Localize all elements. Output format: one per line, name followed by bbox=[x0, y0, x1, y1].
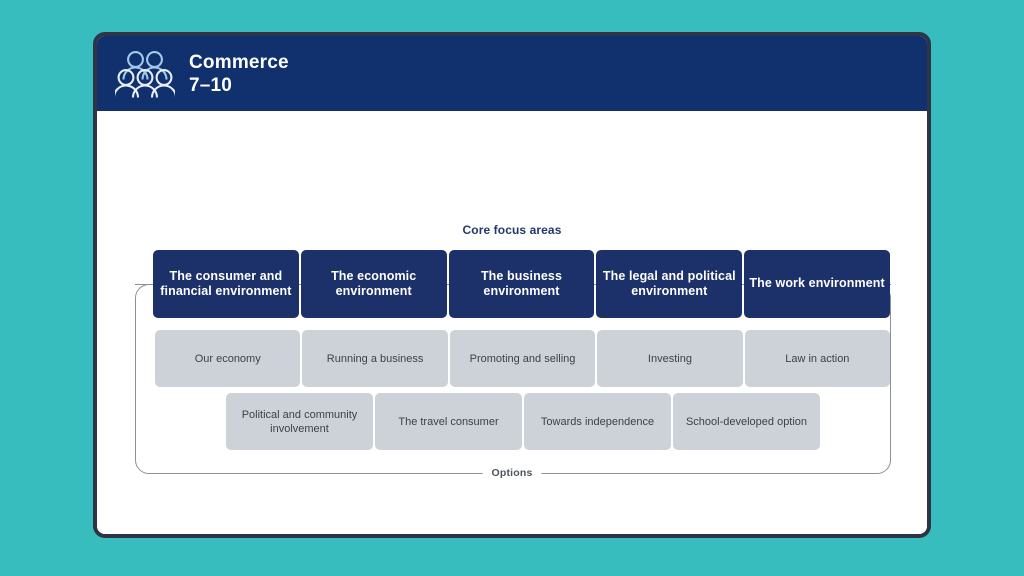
option-box[interactable]: Investing bbox=[597, 330, 743, 387]
options-row-one: Our economy Running a business Promoting… bbox=[155, 330, 891, 387]
option-box[interactable]: Law in action bbox=[744, 330, 891, 387]
core-focus-heading: Core focus areas bbox=[462, 223, 562, 237]
option-box[interactable]: Running a business bbox=[302, 330, 448, 387]
core-focus-row: The consumer and financial environment T… bbox=[153, 250, 890, 318]
option-box[interactable]: The travel consumer bbox=[375, 393, 522, 450]
commerce-curriculum-card: Commerce 7–10 Core focus areas The consu… bbox=[93, 32, 931, 538]
header-text-block: Commerce 7–10 bbox=[189, 51, 289, 97]
options-bracket-label: Options bbox=[482, 466, 542, 480]
course-year-range: 7–10 bbox=[189, 74, 233, 96]
people-group-icon bbox=[112, 50, 178, 98]
option-box[interactable]: School-developed option bbox=[673, 393, 820, 450]
option-box[interactable]: Our economy bbox=[155, 330, 301, 387]
card-body: Core focus areas The consumer and financ… bbox=[97, 111, 927, 534]
core-focus-box[interactable]: The work environment bbox=[744, 250, 890, 318]
option-box[interactable]: Political and community involvement bbox=[226, 393, 373, 450]
option-box[interactable]: Promoting and selling bbox=[449, 330, 596, 387]
core-focus-box[interactable]: The economic environment bbox=[300, 250, 447, 318]
core-focus-box[interactable]: The business environment bbox=[448, 250, 595, 318]
option-box[interactable]: Towards independence bbox=[524, 393, 671, 450]
card-header: Commerce 7–10 bbox=[97, 36, 927, 111]
course-title: Commerce bbox=[189, 51, 289, 73]
core-focus-box[interactable]: The consumer and financial environment bbox=[153, 250, 299, 318]
options-row-two: Political and community involvement The … bbox=[226, 393, 820, 450]
core-focus-box[interactable]: The legal and political environment bbox=[596, 250, 743, 318]
